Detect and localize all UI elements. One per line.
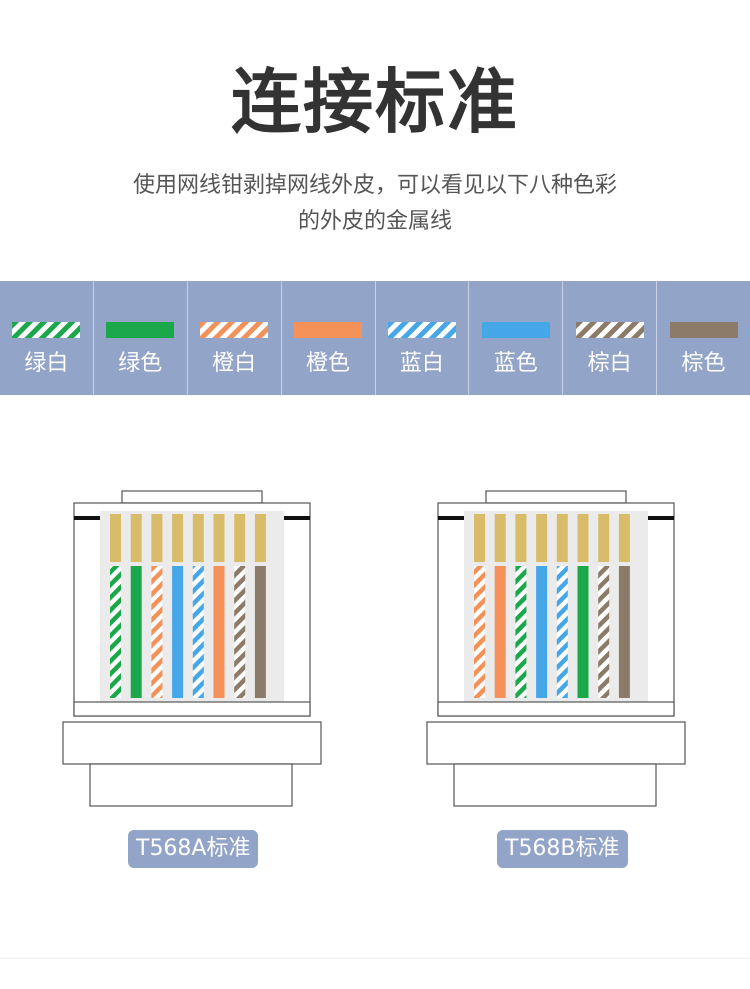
wire-label: 绿白	[24, 351, 69, 376]
connector-wire	[598, 566, 610, 698]
connector-pin	[577, 514, 589, 562]
connector-wire	[151, 566, 163, 698]
rj45-connector-svg	[62, 490, 322, 807]
wire-swatch-fill	[481, 322, 550, 338]
connector-wire	[130, 566, 142, 698]
connector-pin	[618, 514, 630, 562]
connector-boot	[453, 763, 657, 807]
wire-label: 橙白	[212, 351, 257, 376]
wire-swatch-fill	[387, 322, 456, 338]
t568b-standard-label: T568B标准	[497, 830, 628, 868]
connector-wire	[556, 566, 568, 698]
connector-wire	[515, 566, 527, 698]
t568b-connector-diagram	[426, 490, 688, 810]
subtitle-line-2: 的外皮的金属线	[297, 209, 452, 234]
connector-top-tab	[121, 490, 263, 504]
wire-swatch	[200, 322, 269, 338]
connector-wire	[110, 566, 121, 698]
wire-swatch	[575, 322, 644, 338]
connector-housing	[426, 721, 686, 765]
connector-inner-panel	[100, 511, 284, 702]
t568a-connector-diagram	[62, 490, 324, 810]
wire-swatch	[106, 322, 175, 338]
connector-pin	[172, 514, 184, 562]
connector-pin	[515, 514, 527, 562]
wire-label: 橙色	[306, 351, 351, 376]
connector-pin	[536, 514, 548, 562]
connector-wire	[618, 566, 630, 698]
connector-pin	[130, 514, 142, 562]
page-title: 连接标准	[231, 61, 519, 143]
connector-edge-mark	[438, 516, 464, 520]
wire-swatch-fill	[575, 322, 644, 338]
legend-item: 蓝白	[374, 281, 469, 395]
connector-inner-panel	[464, 511, 648, 702]
wire-swatch-fill	[200, 322, 269, 338]
connector-wire	[474, 566, 485, 698]
wire-swatch	[387, 322, 456, 338]
connector-wire	[494, 566, 506, 698]
connector-wire	[536, 566, 548, 698]
wire-label: 绿色	[118, 351, 163, 376]
legend-item: 绿色	[92, 281, 187, 395]
wire-swatch	[294, 322, 363, 338]
bottom-divider	[0, 958, 750, 959]
connector-ledge	[437, 701, 675, 717]
connector-wire	[254, 566, 266, 698]
connector-housing	[62, 721, 322, 765]
connector-pin	[192, 514, 204, 562]
connector-edge-mark	[74, 516, 100, 520]
connector-wire	[213, 566, 225, 698]
connector-wire	[577, 566, 589, 698]
connector-wire	[192, 566, 204, 698]
legend-item: 绿白	[0, 281, 93, 395]
connector-pin	[110, 514, 121, 562]
connector-pin	[151, 514, 163, 562]
connector-pin	[494, 514, 506, 562]
wire-swatch	[12, 322, 81, 338]
connector-edge-mark	[284, 516, 310, 520]
wire-swatch	[481, 322, 550, 338]
legend-item: 蓝色	[468, 281, 562, 395]
wire-swatch-fill	[669, 322, 738, 338]
connector-wire	[172, 566, 184, 698]
connector-pin	[598, 514, 610, 562]
connector-pin	[254, 514, 266, 562]
wire-color-legend: 绿白 绿色 橙白 橙色 蓝白 蓝色 棕白 棕色	[0, 281, 750, 395]
connector-wire	[234, 566, 246, 698]
wire-label: 蓝色	[493, 351, 538, 376]
connector-pin	[474, 514, 485, 562]
connector-pin	[234, 514, 246, 562]
wire-label: 棕白	[587, 351, 632, 376]
wire-swatch-fill	[294, 322, 363, 338]
connector-pin	[556, 514, 568, 562]
connector-edge-mark	[648, 516, 674, 520]
rj45-connector-svg	[426, 490, 686, 807]
legend-item: 棕色	[656, 281, 750, 395]
legend-item: 橙白	[186, 281, 281, 395]
connector-boot	[89, 763, 293, 807]
connector-ledge	[73, 701, 311, 717]
wire-swatch-fill	[106, 322, 175, 338]
wire-label: 棕色	[681, 351, 726, 376]
page-subtitle: 使用网线钳剥掉网线外皮，可以看见以下八种色彩 的外皮的金属线	[0, 168, 750, 240]
t568a-standard-label: T568A标准	[128, 830, 259, 868]
connector-top-tab	[485, 490, 627, 504]
connector-pin	[213, 514, 225, 562]
wire-swatch	[669, 322, 738, 338]
legend-item: 棕白	[562, 281, 656, 395]
legend-item: 橙色	[280, 281, 375, 395]
wire-swatch-fill	[12, 322, 81, 338]
subtitle-line-1: 使用网线钳剥掉网线外皮，可以看见以下八种色彩	[132, 173, 617, 198]
wire-label: 蓝白	[399, 351, 444, 376]
